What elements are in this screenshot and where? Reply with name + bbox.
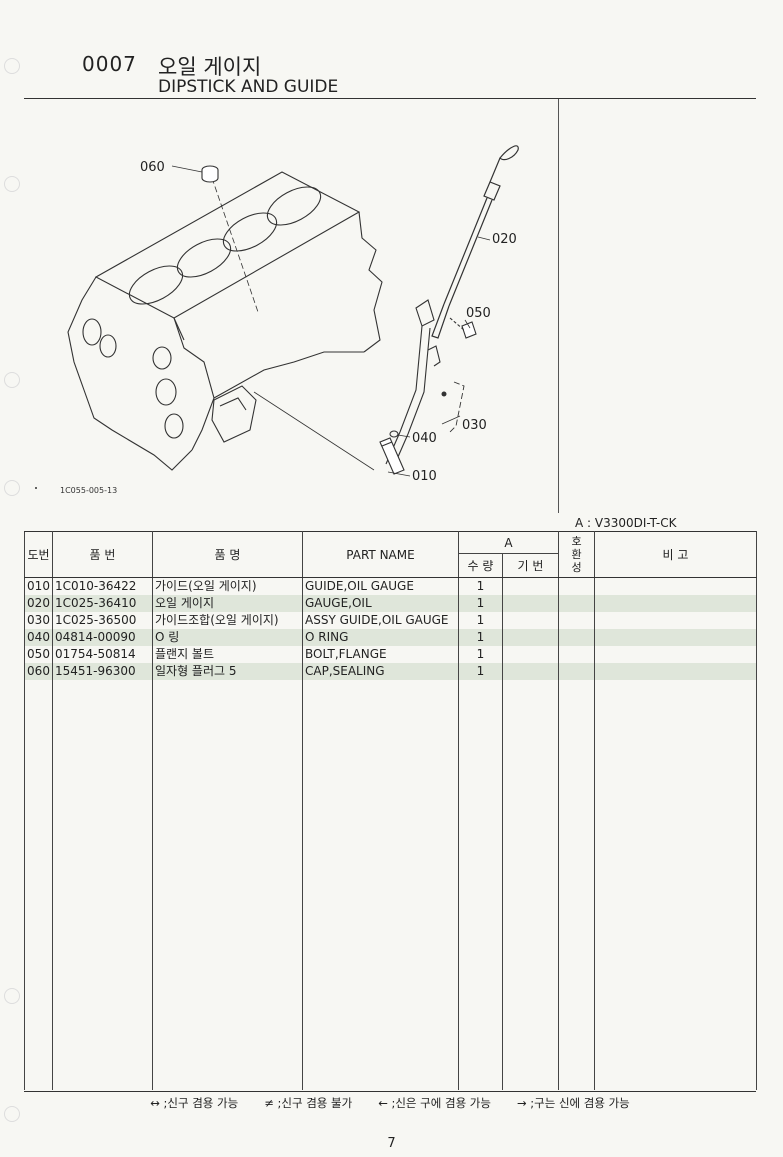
diagram-divider bbox=[558, 99, 559, 513]
footer-rule bbox=[24, 1091, 756, 1092]
interchange-cell bbox=[558, 646, 595, 663]
section-number: 0007 bbox=[82, 52, 137, 76]
header-part-no: 품 번 bbox=[52, 531, 153, 578]
callout-060: 060 bbox=[140, 160, 165, 175]
qty-cell: 1 bbox=[458, 577, 503, 595]
header-remarks: 비 고 bbox=[594, 531, 757, 578]
base-no-cell bbox=[502, 646, 559, 663]
part-no-cell: 04814-00090 bbox=[52, 629, 153, 646]
header-part-name-en: PART NAME bbox=[302, 531, 459, 578]
callout-020: 020 bbox=[492, 232, 517, 247]
qty-cell: 1 bbox=[458, 663, 503, 680]
exploded-parts-diagram: 060 020 050 030 040 010 1C055-005-13 bbox=[35, 145, 519, 495]
header-group-a: A bbox=[458, 531, 559, 554]
base-no-cell bbox=[502, 663, 559, 680]
header-base-no: 기 번 bbox=[502, 553, 559, 578]
ref-cell: 040 bbox=[24, 629, 53, 646]
name-en-cell: BOLT,FLANGE bbox=[302, 646, 459, 663]
part-no-cell: 1C010-36422 bbox=[52, 577, 153, 595]
binder-hole bbox=[4, 58, 20, 74]
name-ko-cell: 가이드(오일 게이지) bbox=[152, 577, 303, 595]
name-en-cell: GAUGE,OIL bbox=[302, 595, 459, 612]
table-filler bbox=[24, 680, 757, 1090]
header-part-name-ko: 품 명 bbox=[152, 531, 303, 578]
name-en-cell: O RING bbox=[302, 629, 459, 646]
binder-hole bbox=[4, 1106, 20, 1122]
remarks-cell bbox=[594, 646, 757, 663]
o-ring-drawing bbox=[389, 430, 399, 438]
qty-cell: 1 bbox=[458, 646, 503, 663]
binder-hole bbox=[4, 988, 20, 1004]
table-row: 030 1C025-36500 가이드조합(오일 게이지) ASSY GUIDE… bbox=[24, 612, 757, 629]
name-ko-cell: 가이드조합(오일 게이지) bbox=[152, 612, 303, 629]
base-no-cell bbox=[502, 577, 559, 595]
part-no-cell: 1C025-36500 bbox=[52, 612, 153, 629]
name-en-cell: CAP,SEALING bbox=[302, 663, 459, 680]
callout-050: 050 bbox=[466, 306, 491, 321]
header-rule bbox=[24, 98, 756, 99]
interchange-cell bbox=[558, 663, 595, 680]
part-no-cell: 1C025-36410 bbox=[52, 595, 153, 612]
interchange-cell bbox=[558, 595, 595, 612]
table-row: 040 04814-00090 O 링 O RING 1 bbox=[24, 629, 757, 646]
interchange-cell bbox=[558, 612, 595, 629]
name-en-cell: ASSY GUIDE,OIL GAUGE bbox=[302, 612, 459, 629]
callout-030: 030 bbox=[462, 418, 487, 433]
header-ref: 도번 bbox=[24, 531, 53, 578]
ref-cell: 020 bbox=[24, 595, 53, 612]
qty-cell: 1 bbox=[458, 612, 503, 629]
binder-hole bbox=[4, 372, 20, 388]
sealing-cap-drawing bbox=[201, 165, 219, 183]
base-no-cell bbox=[502, 629, 559, 646]
name-en-cell: GUIDE,OIL GAUGE bbox=[302, 577, 459, 595]
legend-item: ≠ ;신구 겸용 불가 bbox=[264, 1096, 353, 1110]
section-title-english: DIPSTICK AND GUIDE bbox=[158, 77, 339, 97]
legend-item: → ;구는 신에 겸용 가능 bbox=[516, 1096, 630, 1110]
part-no-cell: 15451-96300 bbox=[52, 663, 153, 680]
interchange-cell bbox=[558, 629, 595, 646]
remarks-cell bbox=[594, 629, 757, 646]
table-row: 050 01754-50814 플랜지 볼트 BOLT,FLANGE 1 bbox=[24, 646, 757, 663]
name-ko-cell: 플랜지 볼트 bbox=[152, 646, 303, 663]
base-no-cell bbox=[502, 595, 559, 612]
base-no-cell bbox=[502, 612, 559, 629]
remarks-cell bbox=[594, 577, 757, 595]
callout-040: 040 bbox=[412, 431, 437, 446]
callout-010: 010 bbox=[412, 469, 437, 484]
part-no-cell: 01754-50814 bbox=[52, 646, 153, 663]
engine-block-drawing bbox=[67, 171, 383, 471]
qty-cell: 1 bbox=[458, 629, 503, 646]
guide-tube-drawing bbox=[379, 437, 405, 475]
dipstick-drawing bbox=[431, 145, 519, 339]
interchange-cell bbox=[558, 577, 595, 595]
remarks-cell bbox=[594, 612, 757, 629]
table-row: 010 1C010-36422 가이드(오일 게이지) GUIDE,OIL GA… bbox=[24, 577, 757, 595]
name-ko-cell: O 링 bbox=[152, 629, 303, 646]
name-ko-cell: 일자형 플러그 5 bbox=[152, 663, 303, 680]
legend-item: ← ;신은 구에 겸용 가능 bbox=[378, 1096, 491, 1110]
section-title-korean: 오일 게이지 bbox=[158, 55, 262, 79]
interchange-legend: ↔ ;신구 겸용 가능 ≠ ;신구 겸용 불가 ← ;신은 구에 겸용 가능 →… bbox=[24, 1095, 756, 1111]
ref-cell: 050 bbox=[24, 646, 53, 663]
figure-code: 1C055-005-13 bbox=[60, 486, 117, 495]
name-ko-cell: 오일 게이지 bbox=[152, 595, 303, 612]
ref-cell: 010 bbox=[24, 577, 53, 595]
flange-bolt-drawing bbox=[449, 317, 477, 339]
qty-cell: 1 bbox=[458, 595, 503, 612]
remarks-cell bbox=[594, 595, 757, 612]
ref-cell: 030 bbox=[24, 612, 53, 629]
binder-hole bbox=[4, 176, 20, 192]
table-row: 020 1C025-36410 오일 게이지 GAUGE,OIL 1 bbox=[24, 595, 757, 612]
legend-item: ↔ ;신구 겸용 가능 bbox=[150, 1096, 239, 1110]
table-row: 060 15451-96300 일자형 플러그 5 CAP,SEALING 1 bbox=[24, 663, 757, 680]
header-qty: 수 량 bbox=[458, 553, 503, 578]
parts-table: 도번 품 번 품 명 PART NAME A 호환성 비 고 수 량 기 번 0… bbox=[24, 531, 757, 1091]
remarks-cell bbox=[594, 663, 757, 680]
page-number: 7 bbox=[387, 1136, 396, 1151]
model-note: A : V3300DI-T-CK bbox=[575, 516, 677, 530]
binder-hole bbox=[4, 480, 20, 496]
header-interchange: 호환성 bbox=[558, 531, 595, 578]
ref-cell: 060 bbox=[24, 663, 53, 680]
